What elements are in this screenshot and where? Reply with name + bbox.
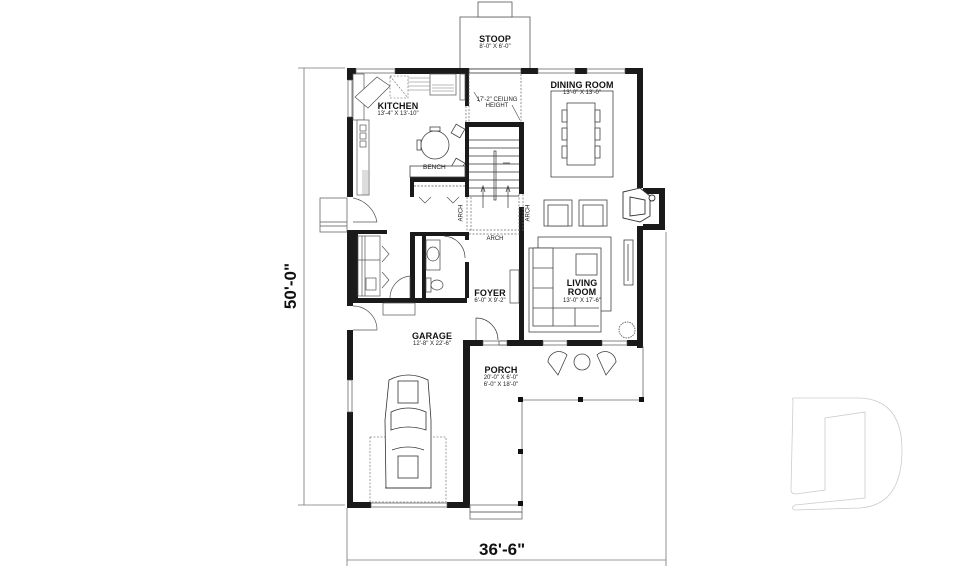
laundry-closet bbox=[357, 235, 416, 316]
foyer-items bbox=[475, 269, 520, 346]
room-label-foyer: FOYER 6'-0" X 9'-2" bbox=[474, 288, 506, 305]
room-dimensions: 13'-0" X 17'-6" bbox=[563, 297, 601, 304]
powder-room bbox=[425, 235, 466, 293]
room-name: STOOP bbox=[479, 34, 511, 44]
brand-logo-watermark bbox=[790, 397, 903, 511]
room-name: GARAGE bbox=[411, 331, 453, 341]
living-furniture bbox=[528, 236, 636, 339]
arch-label-bottom: ARCH bbox=[486, 236, 504, 242]
car bbox=[369, 374, 447, 503]
overall-width-dimension: 36'-6" bbox=[479, 540, 526, 559]
dimension-lines bbox=[298, 67, 667, 566]
room-label-garage: GARAGE 12'-8" X 22'-6" bbox=[411, 331, 453, 348]
armchairs bbox=[543, 199, 608, 227]
patio-door bbox=[468, 68, 522, 74]
room-label-porch: PORCH 20'-0" X 6'-0" 6'-0" X 18'-0" bbox=[483, 365, 519, 388]
kitchen-table bbox=[409, 123, 466, 178]
arch-label-left: ARCH bbox=[458, 204, 465, 222]
room-label-kitchen: KITCHEN 13'-4" X 13'-10" bbox=[377, 101, 419, 118]
fridge-dashes bbox=[389, 75, 409, 99]
room-label-stoop: STOOP 8'-0" X 6'-0" bbox=[479, 34, 511, 51]
fireplace bbox=[622, 187, 656, 223]
garage-side-door bbox=[352, 305, 378, 331]
ceiling-note-leader bbox=[473, 91, 521, 121]
room-dimensions: 8'-0" X 6'-0" bbox=[479, 44, 511, 51]
porch-chairs bbox=[547, 351, 617, 376]
overall-depth-dimension: 50'-0" bbox=[281, 262, 301, 310]
bench-label: BENCH bbox=[423, 164, 446, 171]
room-dimensions-2: 6'-0" X 18'-0" bbox=[483, 381, 519, 388]
interior-walls bbox=[347, 74, 524, 342]
ceiling-note-line1: 17'-2" CEILING bbox=[476, 97, 518, 103]
arch-lines bbox=[465, 74, 524, 235]
dining-furniture bbox=[550, 90, 614, 178]
room-dimensions-1: 20'-0" X 6'-0" bbox=[483, 375, 519, 382]
room-name: DINING ROOM bbox=[550, 80, 614, 90]
room-dimensions: 13'-0" X 13'-0" bbox=[563, 90, 601, 97]
closet-doors bbox=[414, 185, 465, 204]
room-name-line2: ROOM bbox=[567, 287, 597, 298]
staircase bbox=[469, 139, 519, 208]
room-dimensions: 13'-4" X 13'-10" bbox=[377, 111, 419, 118]
kitchen-counters bbox=[352, 73, 466, 196]
room-name: KITCHEN bbox=[377, 101, 419, 111]
room-name: PORCH bbox=[484, 365, 518, 375]
ceiling-height-note: 17'-2" CEILING HEIGHT bbox=[477, 97, 518, 110]
room-name: FOYER bbox=[474, 288, 506, 298]
room-label-dining-room: DINING ROOM 13'-0" X 13'-0" bbox=[550, 80, 614, 97]
kitchen-hatch bbox=[362, 77, 454, 195]
porch-posts bbox=[518, 397, 644, 506]
side-entry bbox=[319, 197, 378, 233]
exterior-walls bbox=[347, 68, 665, 508]
room-dimensions: 6'-0" X 9'-2" bbox=[474, 298, 506, 305]
ceiling-note-line2: HEIGHT bbox=[485, 103, 509, 110]
arch-label-right: ARCH bbox=[525, 204, 532, 222]
room-dimensions: 12'-8" X 22'-6" bbox=[413, 341, 451, 348]
room-name-line1: LIVING bbox=[566, 278, 598, 288]
room-label-living-room: LIVING ROOM 13'-0" X 17'-6" bbox=[563, 278, 601, 304]
windows bbox=[347, 68, 628, 508]
